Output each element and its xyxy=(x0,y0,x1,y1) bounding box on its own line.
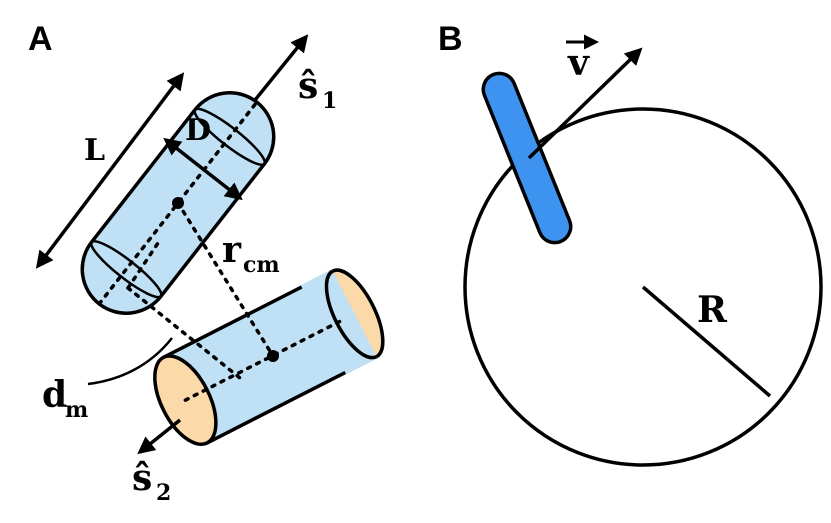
axis-1-label: ŝ xyxy=(298,65,318,107)
axis-2-subscript: 2 xyxy=(156,480,171,506)
axis-2-arrow xyxy=(137,418,182,455)
velocity-arrow xyxy=(527,47,643,160)
length-label: L xyxy=(84,133,105,168)
rod-2-axis xyxy=(183,316,348,402)
separation-line xyxy=(176,201,275,358)
distance-label: d xyxy=(42,374,67,416)
panel-b-label: B xyxy=(438,20,463,58)
panel-a-label: A xyxy=(28,20,53,58)
radius-label: R xyxy=(697,289,728,331)
distance-subscript: m xyxy=(65,397,88,423)
radius-line xyxy=(641,285,772,398)
axis-1-arrow xyxy=(253,34,309,102)
separation-subscript: cm xyxy=(243,252,280,278)
separation-label: r xyxy=(222,229,242,271)
diameter-arrow xyxy=(163,137,243,201)
axis-1-subscript: 1 xyxy=(322,88,337,114)
rod-b xyxy=(481,71,573,245)
rod-b-body xyxy=(481,71,573,245)
axis-2-label: ŝ xyxy=(132,457,152,499)
min-distance-line-1 xyxy=(126,286,242,380)
length-arrow xyxy=(35,72,185,269)
rod-1-axis xyxy=(97,100,259,306)
velocity-label: v xyxy=(567,42,590,84)
cylinder-2 xyxy=(153,268,385,447)
distance-leader xyxy=(87,337,173,386)
diameter-label: D xyxy=(185,113,211,148)
